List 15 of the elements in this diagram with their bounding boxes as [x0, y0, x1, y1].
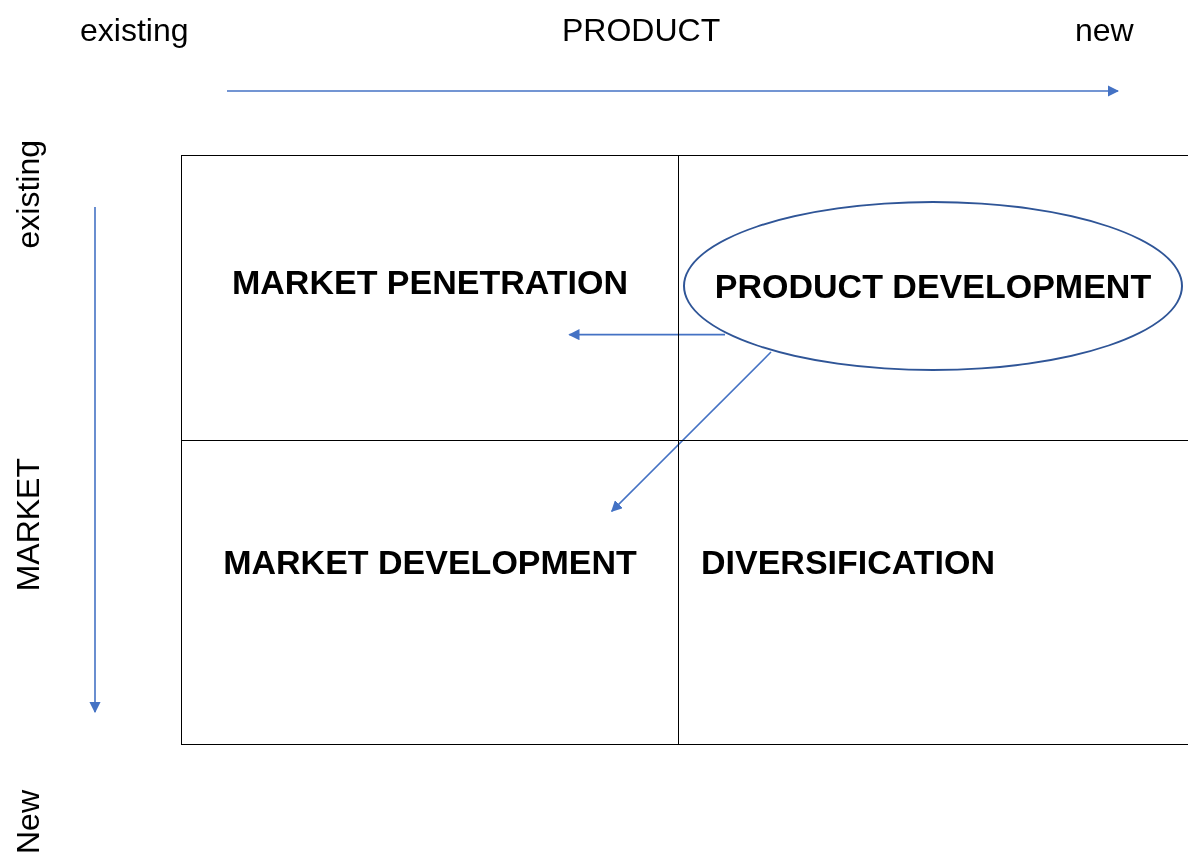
matrix-cell: [181, 440, 679, 745]
quadrant-label: PRODUCT DEVELOPMENT: [714, 266, 1152, 306]
quadrant-label: DIVERSIFICATION: [700, 543, 995, 582]
highlight-ellipse: [683, 201, 1183, 371]
axis-label: New: [12, 790, 44, 854]
matrix-cell: [181, 155, 679, 441]
axis-label: existing: [80, 14, 189, 46]
axis-title: PRODUCT: [562, 14, 721, 46]
arrow: [568, 329, 726, 341]
axis-label: existing: [12, 140, 44, 249]
quadrant-label: MARKET DEVELOPMENT: [223, 543, 637, 582]
axis-title: MARKET: [12, 458, 44, 592]
quadrant-label: MARKET PENETRATION: [232, 262, 628, 302]
arrow: [610, 351, 772, 513]
axis-label: new: [1075, 14, 1134, 46]
